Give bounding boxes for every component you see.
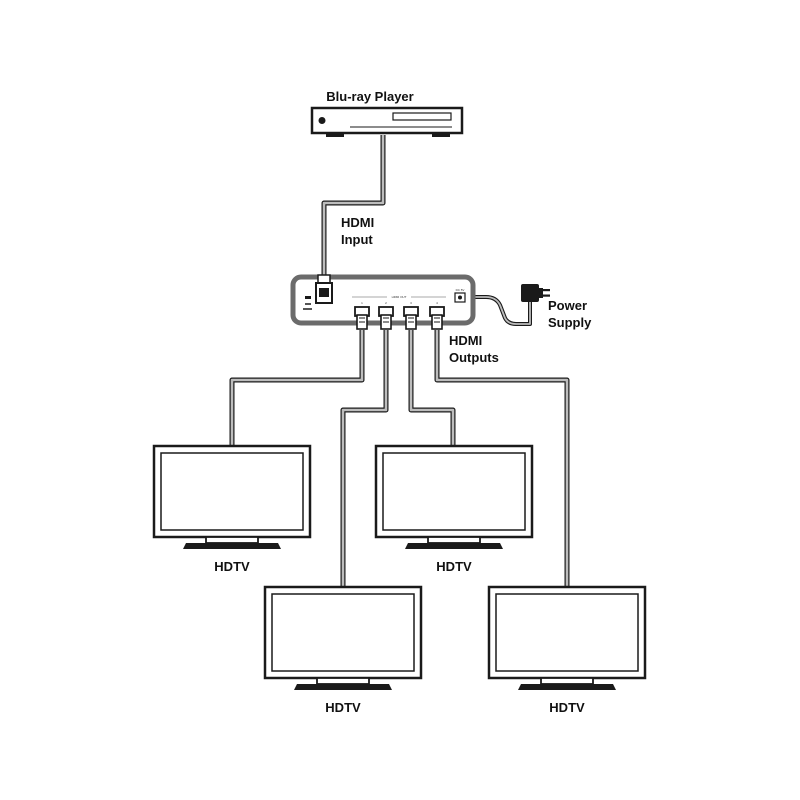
hdtv-2-label: HDTV <box>436 559 472 574</box>
port-number-2: 2 <box>385 301 387 305</box>
plug-prong-icon <box>543 289 550 292</box>
hdmi-outputs-label-line2: Outputs <box>449 350 499 365</box>
hdmi-output-cable-4 <box>434 330 570 587</box>
hdmi-output-cable-3 <box>408 330 456 446</box>
dc-input-label: DC 5V <box>456 288 465 292</box>
power-button-icon <box>318 117 326 124</box>
hdtv-3-label: HDTV <box>325 700 361 715</box>
tv-stand <box>183 543 281 549</box>
hdmi-input-label-line2: Input <box>341 232 373 247</box>
tv-screen <box>495 593 639 672</box>
hdmi-out-port-label: HDMI OUT <box>392 295 407 299</box>
power-supply-label-line2: Supply <box>548 315 592 330</box>
hdtv-3 <box>263 585 423 690</box>
power-supply-label-line1: Power <box>548 298 587 313</box>
hdtv-4-label: HDTV <box>549 700 585 715</box>
hdtv-4 <box>487 585 647 690</box>
plug-prong-icon <box>543 294 550 297</box>
hdmi-output-cable-2 <box>340 330 389 587</box>
tv-stand <box>294 684 392 690</box>
hdmi-output-cable-1 <box>229 330 365 446</box>
blu-ray-player-label: Blu-ray Player <box>326 89 413 104</box>
port-number-3: 3 <box>410 301 412 305</box>
port-number-1: 1 <box>361 301 363 305</box>
port-number-4: 4 <box>436 301 438 305</box>
output-connector-2 <box>378 306 394 330</box>
output-connectors <box>354 306 445 330</box>
hdmi-input-label-line1: HDMI <box>341 215 374 230</box>
blu-ray-player <box>310 106 464 137</box>
output-connector-1 <box>354 306 370 330</box>
tv-stand <box>405 543 503 549</box>
hdmi-input-cable <box>321 135 386 282</box>
hdtv-1 <box>152 444 312 549</box>
tv-stand <box>518 684 616 690</box>
output-connector-3 <box>403 306 419 330</box>
output-connector-4 <box>429 306 445 330</box>
power-adapter <box>521 284 550 302</box>
tv-screen <box>382 452 526 531</box>
disc-tray-icon <box>392 112 452 121</box>
power-cable <box>464 295 532 326</box>
cables <box>229 135 570 587</box>
hdtv-2 <box>374 444 534 549</box>
hdtv-1-label: HDTV <box>214 559 250 574</box>
tv-screen <box>160 452 304 531</box>
tv-screen <box>271 593 415 672</box>
hdmi-outputs-label-line1: HDMI <box>449 333 482 348</box>
